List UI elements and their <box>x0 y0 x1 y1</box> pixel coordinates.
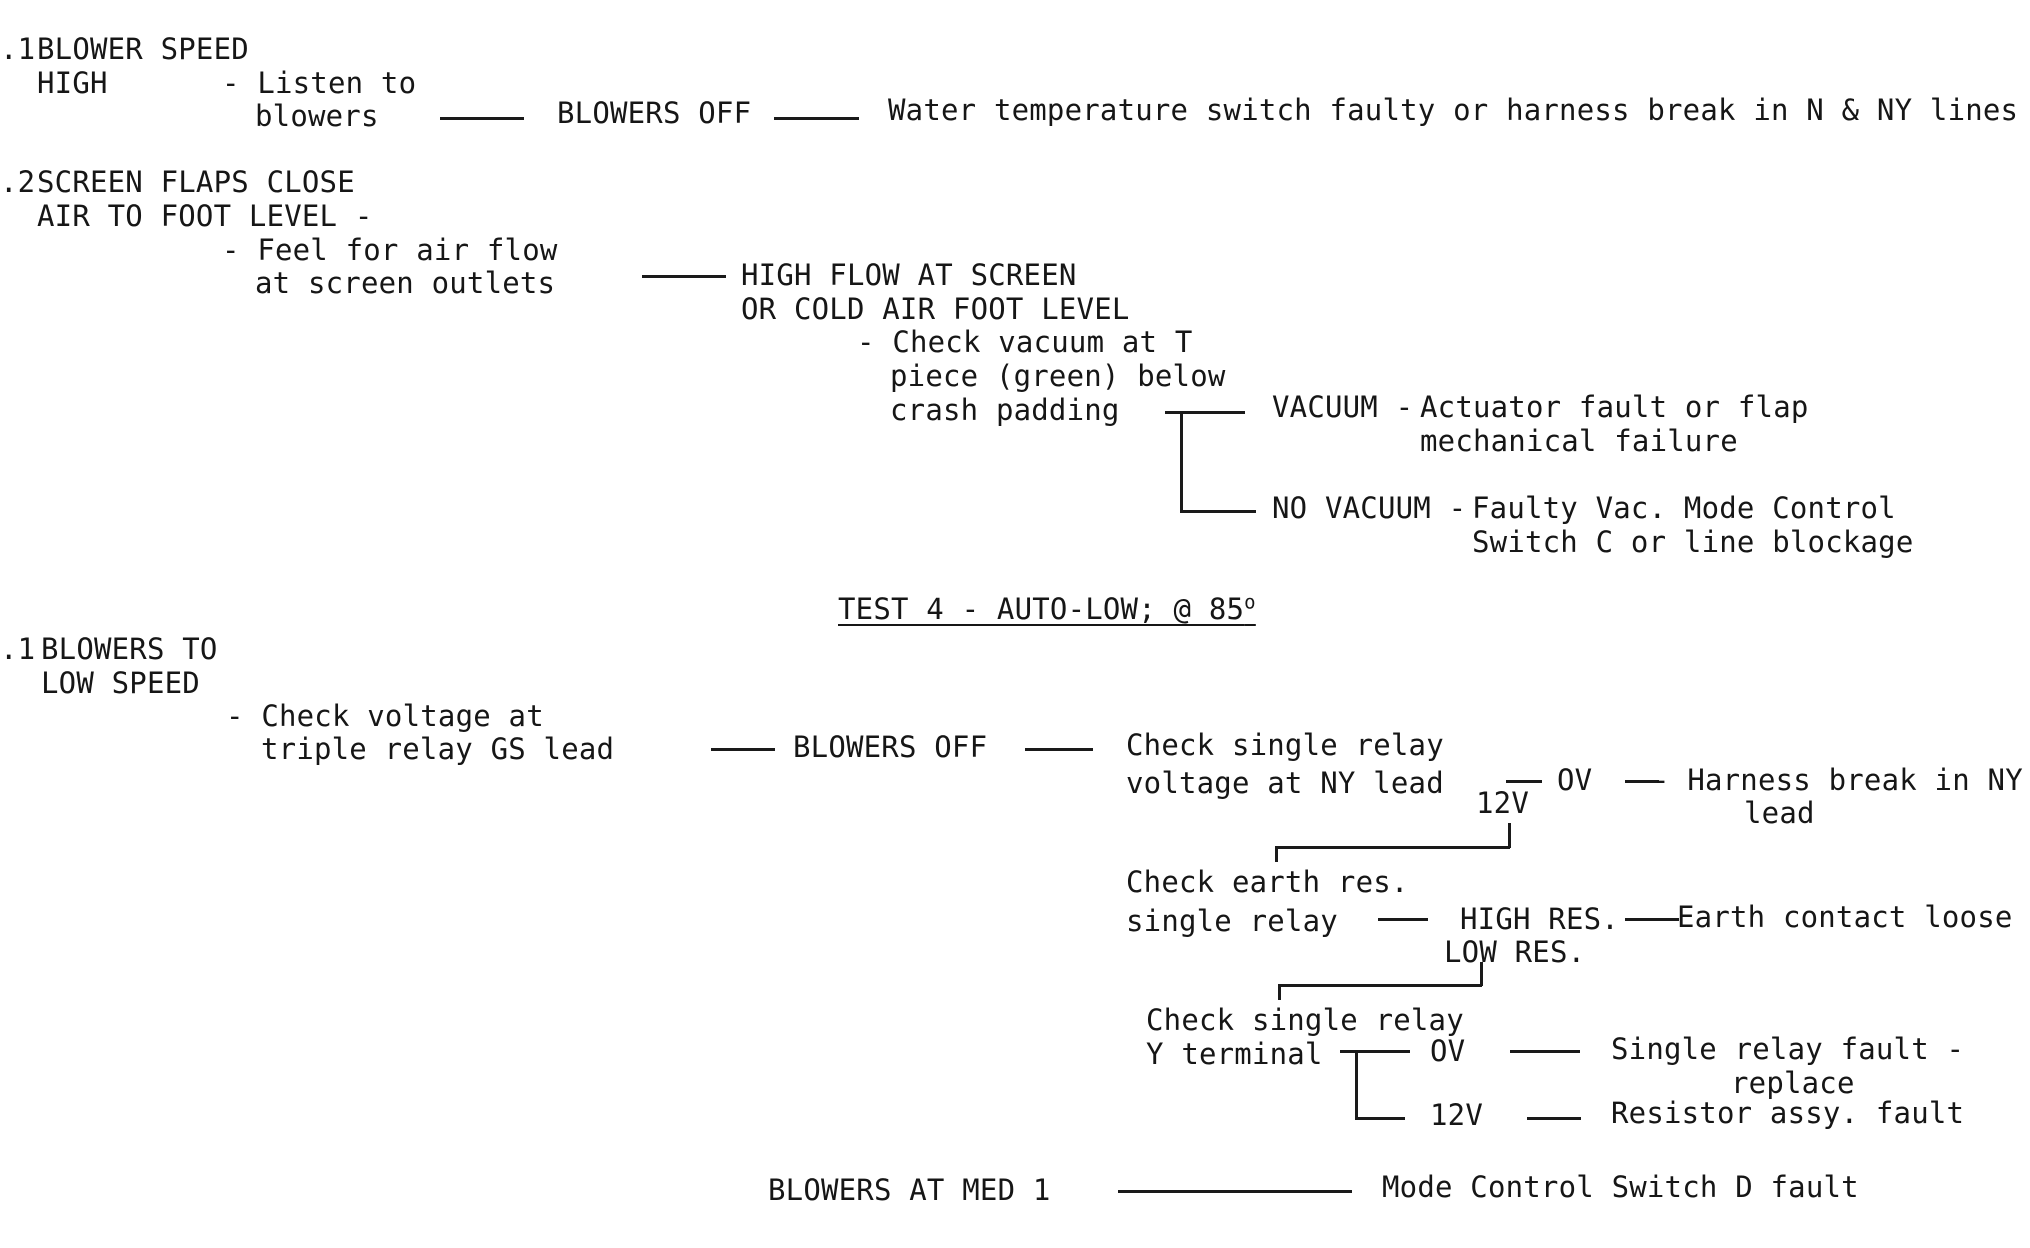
check-instruction-line1: - Feel for air flow <box>222 233 558 267</box>
diagnosis-text: Water temperature switch faulty or harne… <box>888 93 2019 127</box>
result-text: BLOWERS OFF <box>557 96 752 130</box>
vacuum-diagnosis-line2: mechanical failure <box>1420 424 1738 458</box>
vacuum-label: VACUUM - <box>1272 390 1414 424</box>
step-number: .2 <box>0 165 36 199</box>
branch-line <box>1278 984 1281 1000</box>
step-check-relay-line2: voltage at NY lead <box>1126 766 1444 800</box>
connector-line <box>440 117 524 120</box>
resistor-fault-diagnosis: Resistor assy. fault <box>1611 1096 1965 1130</box>
connector-line <box>1510 1050 1580 1053</box>
connector-line <box>1025 748 1093 751</box>
branch-line <box>1355 1050 1358 1119</box>
vacuum-diagnosis-line1: Actuator fault or flap <box>1420 390 1809 424</box>
branch-line <box>1480 962 1483 986</box>
connector-line <box>1118 1190 1352 1193</box>
check-instruction-line2: at screen outlets <box>255 266 556 300</box>
step-title-line1: BLOWER SPEED <box>37 32 249 66</box>
check-instruction-line2: triple relay GS lead <box>261 732 615 766</box>
connector-line <box>642 275 726 278</box>
sub-check-line1: - Check vacuum at T <box>857 325 1193 359</box>
diagnosis-text: Mode Control Switch D fault <box>1382 1170 1859 1204</box>
voltage-12v-label-2: 12V <box>1430 1098 1483 1132</box>
degree-symbol: o <box>1244 591 1256 614</box>
low-res-label: LOW RES. <box>1444 935 1586 969</box>
branch-line <box>1275 846 1510 849</box>
no-vacuum-diagnosis-line1: Faulty Vac. Mode Control <box>1472 491 1896 525</box>
harness-diagnosis-line1: - Harness break in NY <box>1652 763 2023 797</box>
branch-line <box>1275 846 1278 862</box>
high-res-label: HIGH RES. <box>1460 902 1619 936</box>
result-text-line1: HIGH FLOW AT SCREEN <box>741 258 1077 292</box>
connector-line <box>1165 411 1245 414</box>
section-heading: TEST 4 - AUTO-LOW; @ 85o <box>838 593 1256 625</box>
relay-fault-line2: replace <box>1731 1066 1855 1100</box>
sub-check-line3: crash padding <box>890 393 1120 427</box>
connector-line <box>711 748 775 751</box>
branch-line <box>1278 984 1482 987</box>
result-text-line2: OR COLD AIR FOOT LEVEL <box>741 292 1130 326</box>
connector-line <box>1378 918 1428 921</box>
section-heading-text: TEST 4 - AUTO-LOW; @ 85 <box>838 592 1245 626</box>
step-number: .1 <box>0 32 36 66</box>
sub-check-line2: piece (green) below <box>890 359 1226 393</box>
step-title-line2: HIGH <box>37 66 108 100</box>
step-y-terminal-line2: Y terminal <box>1146 1037 1323 1071</box>
no-vacuum-diagnosis-line2: Switch C or line blockage <box>1472 525 1914 559</box>
voltage-zero-label-2: OV <box>1430 1034 1466 1068</box>
connector-line <box>1625 780 1659 783</box>
check-instruction-line1: - Check voltage at <box>226 699 544 733</box>
step-y-terminal-line1: Check single relay <box>1146 1003 1464 1037</box>
branch-line <box>1355 1117 1405 1120</box>
earth-loose-diagnosis: Earth contact loose <box>1677 900 2013 934</box>
connector-line <box>774 117 859 120</box>
branch-line <box>1180 411 1183 512</box>
step-earth-res-line1: Check earth res. <box>1126 865 1409 899</box>
check-instruction-line2: blowers <box>255 99 379 133</box>
step-earth-res-line2: single relay <box>1126 904 1338 938</box>
step-title-line1: BLOWERS TO <box>41 632 218 666</box>
connector-line <box>1625 918 1679 921</box>
step-title-line2: AIR TO FOOT LEVEL - <box>37 199 373 233</box>
branch-line <box>1180 510 1256 513</box>
connector-line <box>1340 1050 1410 1053</box>
result-text: BLOWERS OFF <box>793 730 988 764</box>
no-vacuum-label: NO VACUUM - <box>1272 491 1467 525</box>
voltage-zero-label: OV <box>1557 763 1593 797</box>
step-number: .1 <box>0 632 36 666</box>
step-title-line2: LOW SPEED <box>41 666 200 700</box>
relay-fault-line1: Single relay fault - <box>1611 1032 1965 1066</box>
check-instruction-line1: - Listen to <box>222 66 417 100</box>
voltage-12v-label: 12V <box>1476 786 1529 820</box>
connector-line <box>1527 1117 1581 1120</box>
harness-diagnosis-line2: lead <box>1744 796 1815 830</box>
result-text: BLOWERS AT MED 1 <box>768 1173 1051 1207</box>
step-title-line1: SCREEN FLAPS CLOSE <box>37 165 355 199</box>
branch-line <box>1508 823 1511 848</box>
connector-line <box>1506 780 1542 783</box>
step-check-relay-line1: Check single relay <box>1126 728 1444 762</box>
